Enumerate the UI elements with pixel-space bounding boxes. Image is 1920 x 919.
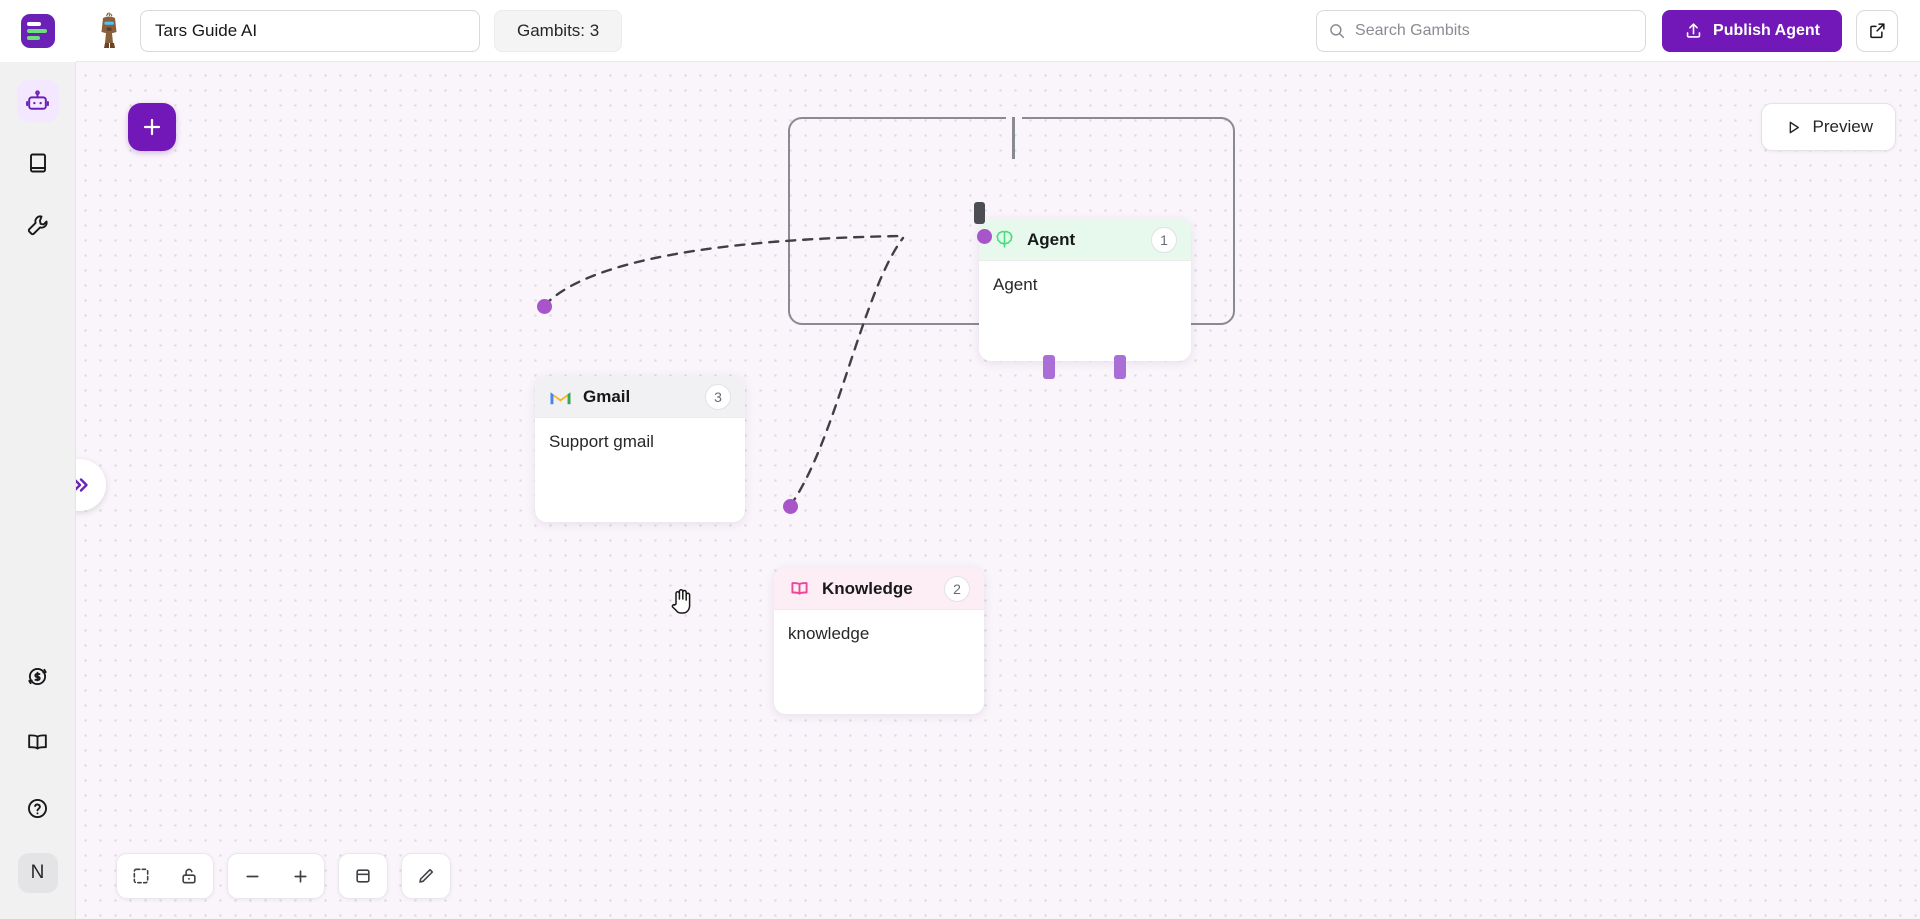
gambits-count-label: Gambits: 3 bbox=[517, 20, 600, 40]
play-icon bbox=[1789, 121, 1799, 133]
preview-label: Preview bbox=[1812, 117, 1873, 136]
gambits-count-button[interactable]: Gambits: 3 bbox=[494, 9, 623, 52]
toolbar-group-zoom bbox=[227, 853, 325, 899]
sidebar-item-library[interactable] bbox=[17, 142, 59, 184]
search-gambits-wrapper bbox=[1316, 9, 1647, 52]
toolbar-group-minimap bbox=[338, 853, 388, 899]
node-agent[interactable]: Agent 1 Agent bbox=[979, 219, 1191, 361]
node-knowledge-header: Knowledge 2 bbox=[774, 568, 984, 610]
edit-mode-button[interactable] bbox=[402, 854, 450, 898]
preview-button[interactable]: Preview bbox=[1760, 103, 1896, 151]
upload-icon bbox=[1686, 23, 1701, 38]
robot-icon bbox=[26, 89, 49, 110]
sidebar-primary-nav bbox=[16, 80, 59, 246]
plus-icon bbox=[293, 869, 307, 883]
plus-icon bbox=[143, 118, 161, 136]
sidebar-item-help[interactable] bbox=[17, 787, 59, 829]
node-knowledge-badge: 2 bbox=[944, 575, 970, 602]
node-agent-source-handle-2[interactable] bbox=[1114, 355, 1126, 379]
node-knowledge-source-handle[interactable] bbox=[783, 499, 798, 514]
grab-hand-cursor bbox=[671, 589, 691, 614]
dollar-refresh-icon bbox=[28, 667, 47, 685]
sidebar-item-docs[interactable] bbox=[17, 721, 59, 763]
node-agent-header: Agent 1 bbox=[979, 219, 1191, 261]
node-gmail-title: Gmail bbox=[583, 386, 631, 406]
sidebar-item-tools[interactable] bbox=[17, 204, 59, 246]
toolbar-group-view bbox=[116, 853, 214, 899]
top-bar: Gambits: 3 Publish Agent bbox=[76, 0, 1920, 62]
flow-canvas[interactable]: Preview Agent 1 bbox=[76, 62, 1920, 919]
zoom-in-button[interactable] bbox=[276, 854, 324, 898]
left-sidebar: N bbox=[0, 0, 76, 919]
node-agent-top-handle[interactable] bbox=[974, 202, 985, 224]
node-agent-badge: 1 bbox=[1151, 226, 1177, 253]
node-agent-target-handle[interactable] bbox=[977, 229, 992, 244]
node-gmail-badge: 3 bbox=[705, 383, 731, 410]
wrench-icon bbox=[27, 215, 48, 236]
open-book-icon bbox=[791, 582, 808, 595]
lock-toggle-button[interactable] bbox=[165, 854, 213, 898]
minimap-toggle-button[interactable] bbox=[339, 854, 387, 898]
sidebar-expand-button[interactable] bbox=[76, 459, 106, 511]
node-agent-body: Agent bbox=[993, 275, 1038, 294]
node-knowledge-body: knowledge bbox=[788, 624, 870, 643]
search-input[interactable] bbox=[1316, 9, 1647, 52]
node-agent-title: Agent bbox=[1027, 229, 1076, 249]
gmail-icon bbox=[550, 391, 571, 404]
agent-name-input[interactable] bbox=[140, 9, 480, 52]
question-circle-icon bbox=[28, 798, 47, 818]
external-link-icon bbox=[1869, 23, 1885, 39]
agent-group-stem bbox=[1012, 117, 1015, 159]
robot-mascot-icon bbox=[101, 11, 117, 48]
open-external-button[interactable] bbox=[1856, 9, 1898, 52]
sidebar-item-billing[interactable] bbox=[17, 655, 59, 697]
node-gmail[interactable]: Gmail 3 Support gmail bbox=[535, 376, 745, 522]
search-icon bbox=[1330, 23, 1345, 38]
user-avatar[interactable]: N bbox=[17, 853, 58, 893]
fit-frame-icon bbox=[133, 868, 149, 884]
zoom-out-button[interactable] bbox=[228, 854, 276, 898]
sidebar-secondary-nav: N bbox=[17, 655, 59, 893]
node-gmail-body: Support gmail bbox=[549, 432, 654, 451]
pencil-icon bbox=[419, 868, 434, 883]
publish-agent-label: Publish Agent bbox=[1713, 21, 1820, 39]
double-chevron-right-icon bbox=[76, 478, 88, 492]
node-agent-source-handle-1[interactable] bbox=[1043, 355, 1055, 379]
node-gmail-header: Gmail 3 bbox=[535, 376, 745, 418]
node-knowledge-title: Knowledge bbox=[822, 578, 913, 598]
toolbar-group-edit bbox=[401, 853, 451, 899]
avatar-label: N bbox=[30, 862, 45, 883]
panel-icon bbox=[356, 869, 370, 883]
canvas-toolbar bbox=[116, 853, 451, 899]
sidebar-item-agents[interactable] bbox=[16, 80, 59, 122]
minus-icon bbox=[245, 875, 259, 877]
node-knowledge[interactable]: Knowledge 2 knowledge bbox=[774, 568, 984, 714]
unlock-icon bbox=[182, 868, 196, 884]
add-gambit-button[interactable] bbox=[128, 103, 176, 151]
fit-view-button[interactable] bbox=[117, 854, 165, 898]
notebook-icon bbox=[29, 153, 46, 173]
node-gmail-source-handle[interactable] bbox=[537, 299, 552, 314]
open-book-icon bbox=[28, 733, 47, 749]
tars-logo-icon bbox=[20, 14, 55, 48]
app-logo[interactable] bbox=[0, 0, 76, 62]
publish-agent-button[interactable]: Publish Agent bbox=[1662, 9, 1842, 52]
brain-icon bbox=[996, 230, 1013, 248]
